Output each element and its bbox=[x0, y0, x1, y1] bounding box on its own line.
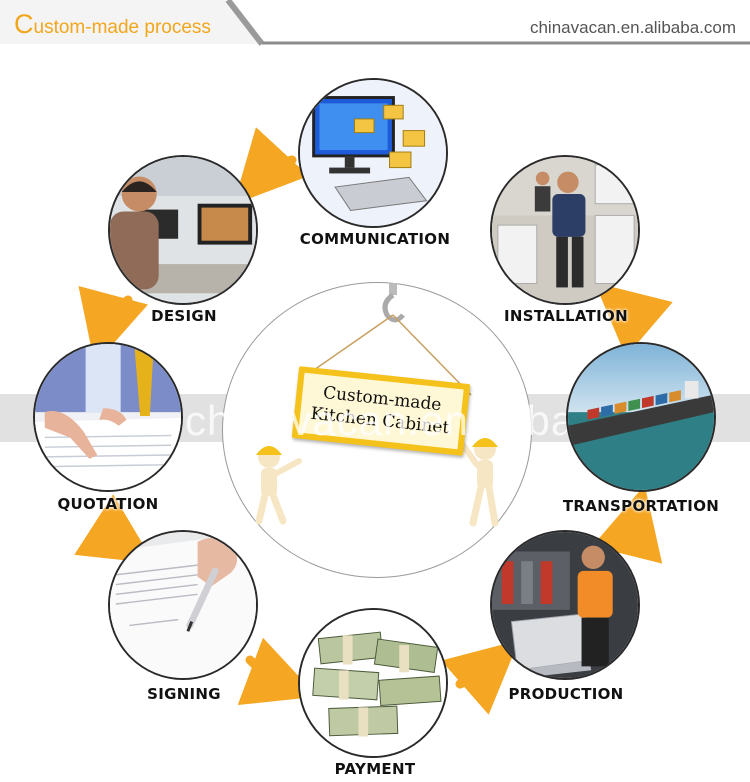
step-label-quotation: QUOTATION bbox=[57, 495, 159, 513]
container-ship-icon bbox=[568, 344, 714, 490]
step-label-installation: INSTALLATION bbox=[504, 307, 628, 325]
hands-on-document-icon bbox=[35, 344, 181, 490]
step-label-payment: PAYMENT bbox=[334, 760, 416, 778]
watermark-text: chinavacan.en.alibaba bbox=[185, 397, 624, 444]
step-transportation-image bbox=[566, 342, 716, 492]
header: Custom-made process chinavacan.en.alibab… bbox=[0, 0, 750, 46]
crane-hook-and-workers bbox=[255, 283, 499, 527]
monitor-and-envelopes-icon bbox=[300, 80, 446, 226]
step-design-image bbox=[108, 155, 258, 305]
step-label-transportation: TRANSPORTATION bbox=[562, 497, 720, 515]
step-payment-image bbox=[298, 608, 448, 758]
center-illustration: Custom-made Kitchen Cabinet bbox=[222, 282, 532, 578]
stacks-of-dollar-bills-icon bbox=[300, 610, 446, 756]
step-label-production: PRODUCTION bbox=[508, 685, 624, 703]
step-label-communication: COMMUNICATION bbox=[299, 230, 451, 248]
arrow-communication-to-design bbox=[233, 127, 309, 205]
step-signing-image bbox=[108, 530, 258, 680]
site-url: chinavacan.en.alibaba.com bbox=[529, 18, 736, 37]
pen-signing-document-icon bbox=[110, 532, 256, 678]
step-production-image bbox=[490, 530, 640, 680]
factory-worker-with-panels-icon bbox=[492, 532, 638, 678]
step-installation-image bbox=[490, 155, 640, 305]
page-title: Custom-made process bbox=[14, 9, 211, 39]
arrow-transportation-to-installation bbox=[594, 282, 673, 357]
designer-at-computer-icon bbox=[110, 157, 256, 303]
header-decoration bbox=[0, 0, 750, 46]
workers-installing-cabinet-icon bbox=[492, 157, 638, 303]
arrow-design-to-quotation bbox=[78, 285, 149, 365]
step-communication-image bbox=[298, 78, 448, 228]
step-label-signing: SIGNING bbox=[147, 685, 221, 703]
arrow-payment-to-production bbox=[441, 640, 520, 715]
step-label-design: DESIGN bbox=[151, 307, 217, 325]
step-quotation-image bbox=[33, 342, 183, 492]
